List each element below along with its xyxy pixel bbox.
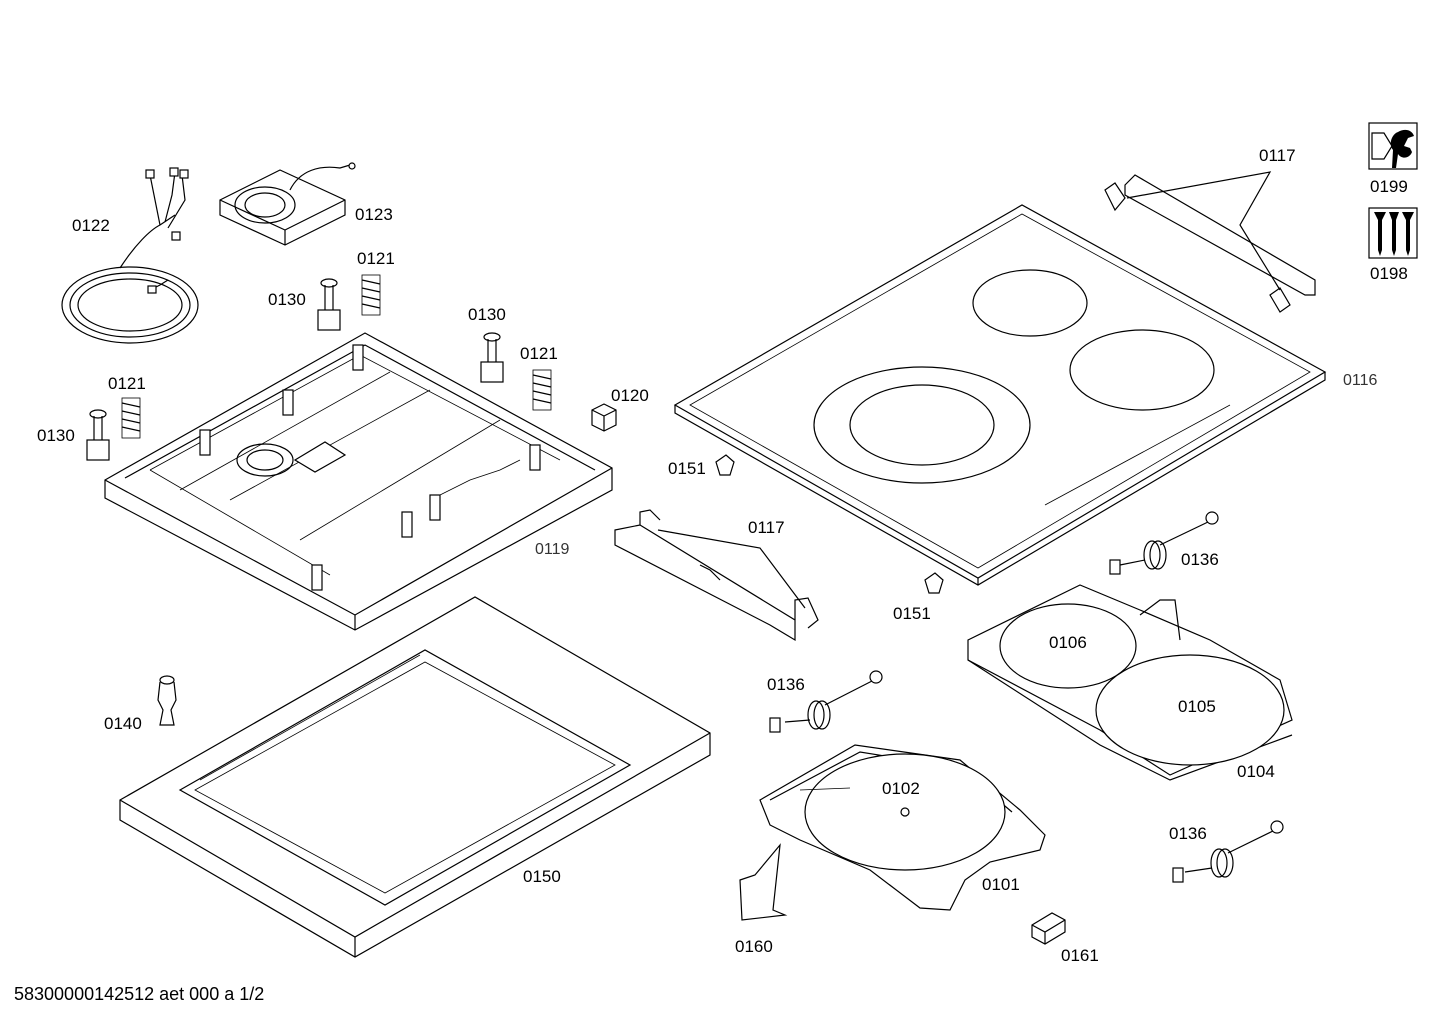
label-0198: 0198 <box>1370 264 1408 283</box>
sensor-0136-c <box>1172 820 1284 883</box>
cable-harness-0122 <box>61 167 199 344</box>
label-0116: 0116 <box>1343 372 1378 389</box>
foot-0130-c <box>86 409 110 461</box>
clip-0120 <box>591 403 617 432</box>
label-0117-lower: 0117 <box>748 518 785 537</box>
bracket-0117-lower <box>614 509 819 642</box>
fan-0123 <box>219 162 356 246</box>
sensor-0136-b <box>769 670 883 733</box>
label-0121-a: 0121 <box>357 249 395 268</box>
label-0117-upper: 0117 <box>1259 146 1296 165</box>
label-0105: 0105 <box>1178 697 1216 716</box>
foot-0130-a <box>317 278 341 331</box>
induction-coil-0105 <box>1095 654 1285 766</box>
clip-0151-a <box>715 454 735 476</box>
frame-0150 <box>119 596 711 958</box>
label-0104: 0104 <box>1237 762 1275 781</box>
label-0136-c: 0136 <box>1169 824 1207 843</box>
shield-0160 <box>739 843 788 921</box>
pin-0140 <box>157 675 177 726</box>
spring-0121-a <box>361 274 381 316</box>
label-0161: 0161 <box>1061 946 1099 965</box>
label-0130-a: 0130 <box>268 290 306 309</box>
spring-0121-c <box>121 397 141 439</box>
label-0106: 0106 <box>1049 633 1087 652</box>
block-0161 <box>1031 912 1066 945</box>
label-0102: 0102 <box>882 779 920 798</box>
bracket-0117-upper <box>1104 171 1316 313</box>
sensor-0136-a <box>1109 511 1219 575</box>
drawing-number: 58300000142512 aet 000 a 1/2 <box>14 984 265 1004</box>
label-0130-b: 0130 <box>468 305 506 324</box>
label-0199: 0199 <box>1370 177 1408 196</box>
label-0121-b: 0121 <box>520 344 558 363</box>
screws-icon <box>1368 207 1418 259</box>
induction-coil-0106 <box>999 603 1137 689</box>
label-0136-a: 0136 <box>1181 550 1219 569</box>
label-0136-b: 0136 <box>767 675 805 694</box>
label-0160: 0160 <box>735 937 773 956</box>
label-0123: 0123 <box>355 205 393 224</box>
label-0119: 0119 <box>535 541 570 558</box>
spring-0121-b <box>532 369 552 411</box>
label-0150: 0150 <box>523 867 561 886</box>
label-0130-c: 0130 <box>37 426 75 445</box>
label-0151-a: 0151 <box>668 459 706 478</box>
label-0151-b: 0151 <box>893 604 931 623</box>
housing-tray-0119 <box>104 332 613 631</box>
induction-coil-0102 <box>799 753 1006 871</box>
label-0140: 0140 <box>104 714 142 733</box>
foot-0130-b <box>480 332 504 383</box>
label-0121-c: 0121 <box>108 374 146 393</box>
glass-top-0116 <box>673 204 1327 586</box>
wrench-nut-icon <box>1368 122 1418 170</box>
label-0122: 0122 <box>72 216 110 235</box>
label-0120: 0120 <box>611 386 649 405</box>
label-0101: 0101 <box>982 875 1020 894</box>
clip-0151-b <box>924 572 944 594</box>
